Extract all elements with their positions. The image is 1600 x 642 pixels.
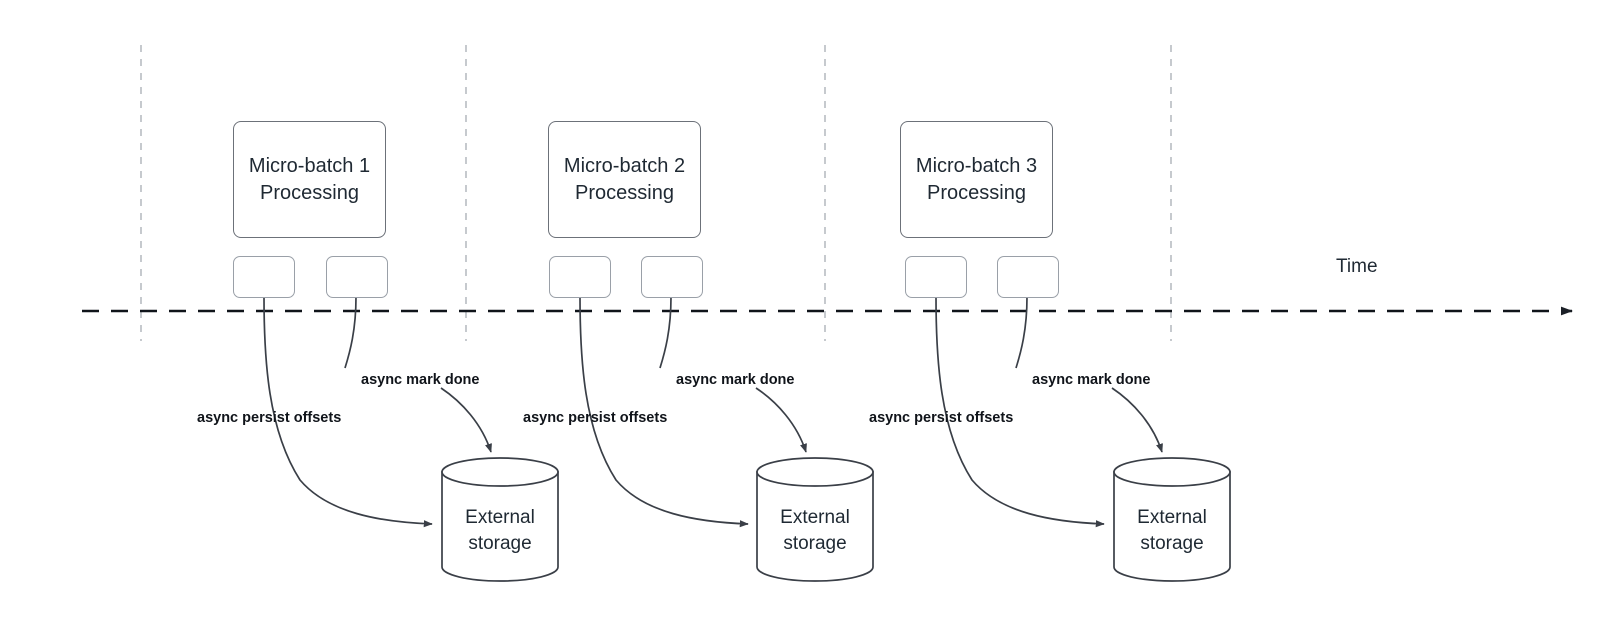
task-box-3-persist[interactable]: [905, 256, 967, 298]
micro-batch-label-2: Micro-batch 2 Processing: [563, 154, 686, 204]
persist-offsets-label-3: async persist offsets: [869, 410, 1014, 426]
group-3-connectors: [935, 296, 1163, 528]
task-box-1-persist[interactable]: [233, 256, 295, 298]
persist-offsets-label-2: async persist offsets: [523, 410, 668, 426]
group-1-connectors: [263, 296, 492, 528]
task-box-2-mark-done[interactable]: [641, 256, 703, 298]
persist-offsets-label-1: async persist offsets: [197, 410, 342, 426]
task-box-3-mark-done[interactable]: [997, 256, 1059, 298]
mark-done-curve-3-b: [1111, 387, 1163, 453]
persist-offsets-curve-2: [579, 296, 749, 528]
mark-done-curve-3-a: [1015, 296, 1028, 369]
mark-done-curve-1-a: [344, 296, 357, 369]
mark-done-label-2: async mark done: [676, 372, 795, 388]
persist-offsets-curve-1: [263, 296, 433, 528]
micro-batch-label-3: Micro-batch 3 Processing: [915, 154, 1038, 204]
cylinder-1: [441, 457, 559, 582]
micro-batch-box-3[interactable]: Micro-batch 3 Processing: [900, 121, 1053, 238]
task-box-2-persist[interactable]: [549, 256, 611, 298]
cylinder-3: [1113, 457, 1231, 582]
task-box-1-mark-done[interactable]: [326, 256, 388, 298]
mark-done-curve-1-b: [440, 387, 492, 453]
persist-offsets-curve-3: [935, 296, 1105, 528]
micro-batch-box-1[interactable]: Micro-batch 1 Processing: [233, 121, 386, 238]
mark-done-label-1: async mark done: [361, 372, 480, 388]
mark-done-curve-2-b: [755, 387, 807, 453]
cylinder-2: [756, 457, 874, 582]
mark-done-curve-2-a: [659, 296, 672, 369]
group-2-connectors: [579, 296, 807, 528]
mark-done-label-3: async mark done: [1032, 372, 1151, 388]
time-axis-label: Time: [1336, 256, 1378, 277]
micro-batch-box-2[interactable]: Micro-batch 2 Processing: [548, 121, 701, 238]
micro-batch-label-1: Micro-batch 1 Processing: [248, 154, 371, 204]
